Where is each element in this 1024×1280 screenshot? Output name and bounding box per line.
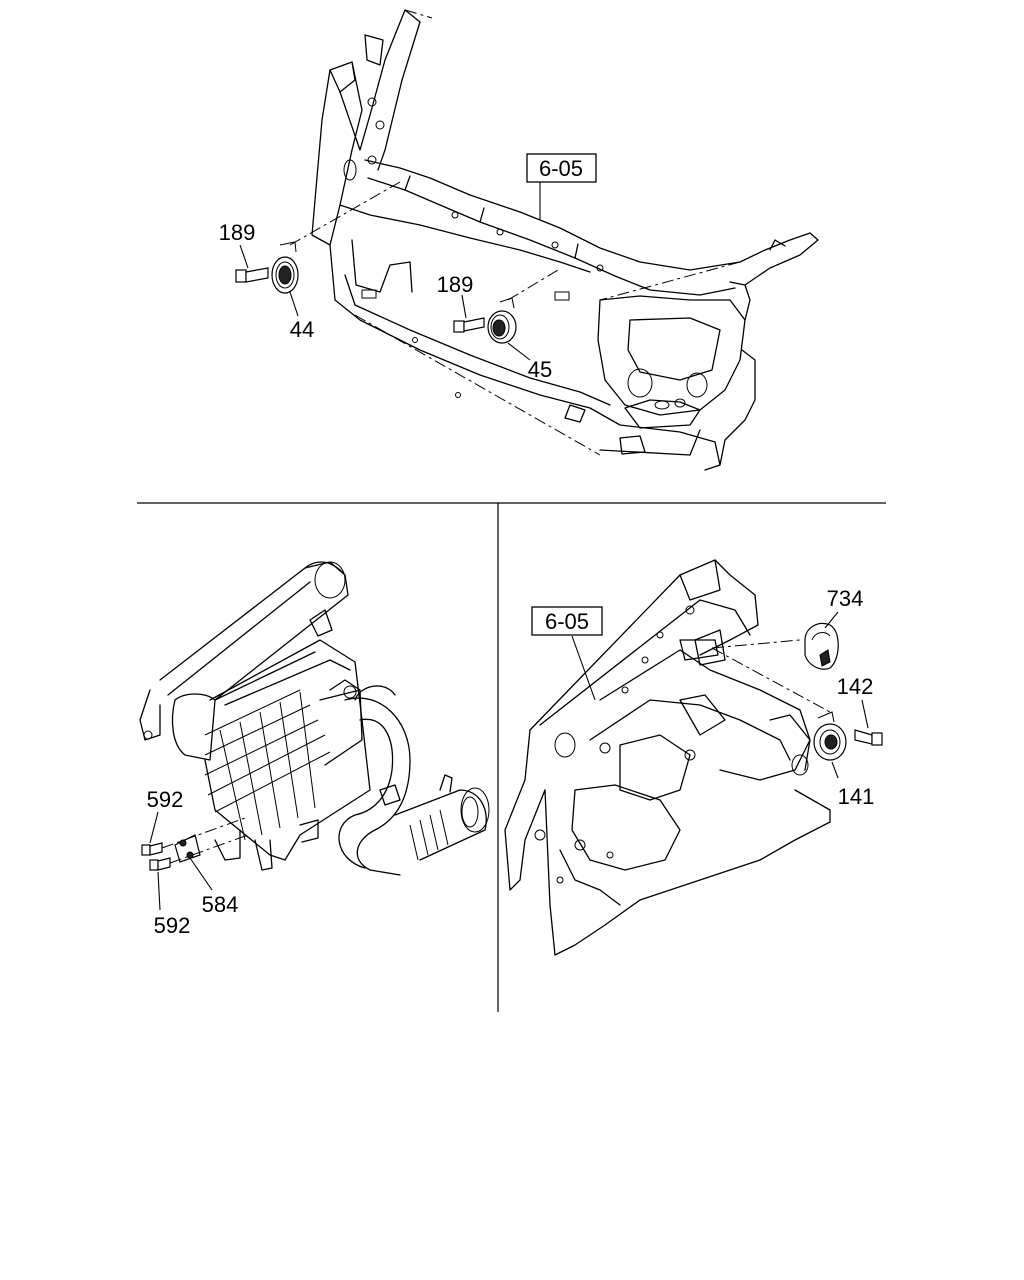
- callout-592-upper: 592: [147, 787, 184, 812]
- callout-141: 141: [838, 784, 875, 809]
- bolt-189-left-part: [235, 267, 269, 283]
- reference-box-6-05-right: 6-05: [531, 606, 603, 636]
- horn-141-part: [813, 711, 847, 761]
- bolt-142-part: [854, 729, 883, 746]
- horn-734-part: [804, 622, 839, 670]
- reference-label-right: 6-05: [545, 609, 589, 634]
- radiator-support-illustration: 6-05 189 44 189 45: [219, 9, 819, 471]
- horn-44-part: [271, 241, 299, 294]
- callout-142: 142: [837, 674, 874, 699]
- callout-584: 584: [202, 892, 239, 917]
- reference-label-top: 6-05: [539, 156, 583, 181]
- callout-592-lower: 592: [154, 913, 191, 938]
- callout-45: 45: [528, 357, 552, 382]
- callout-189-center: 189: [437, 272, 474, 297]
- reference-box-6-05-top: 6-05: [526, 153, 597, 183]
- bolt-592-upper-part: [141, 842, 163, 856]
- callout-44: 44: [290, 317, 314, 342]
- callout-734: 734: [827, 586, 864, 611]
- bolt-189-center-part: [453, 317, 485, 333]
- air-cleaner-illustration: 592 584 592: [139, 561, 490, 938]
- fender-apron-illustration: 6-05 734 142 141: [504, 559, 883, 956]
- horn-45-part: [487, 297, 517, 344]
- callout-189-left: 189: [219, 220, 256, 245]
- bolt-592-lower-part: [149, 857, 171, 871]
